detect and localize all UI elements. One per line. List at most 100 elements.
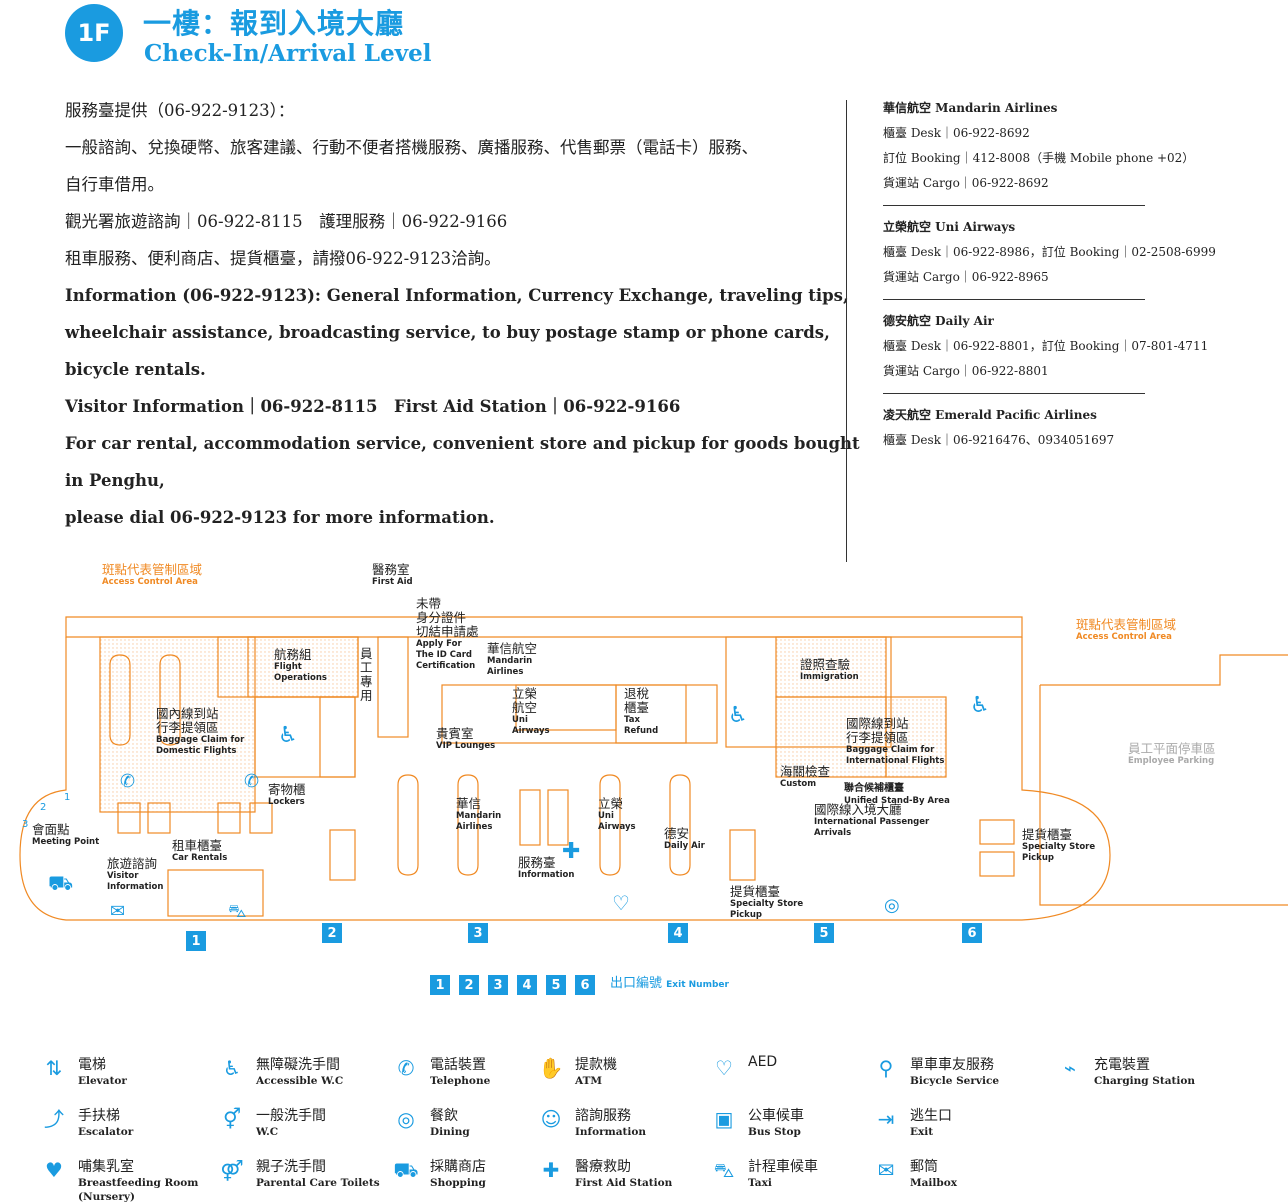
info-line: 觀光署旅遊諮詢｜06-922-8115 護理服務｜06-922-9166 [65, 212, 508, 231]
bicycle-icon: ⚲ [878, 1056, 894, 1080]
airline-row: 櫃臺 Desk｜06-922-8692 [883, 126, 1030, 140]
info-line: 服務臺提供（06-922-9123）： [65, 101, 295, 120]
floor-badge: 1F [65, 4, 123, 62]
info-line: please dial 06-922-9123 for more informa… [65, 508, 495, 527]
info-line: 租車服務、便利商店、提貨櫃臺，請撥06-922-9123洽詢。 [65, 249, 501, 268]
taxi-icon: ⛍ [228, 901, 247, 922]
airline-mandarin: 華信航空 Mandarin Airlines 櫃臺 Desk｜06-922-86… [883, 96, 1243, 196]
exit-key-4: 4 [517, 975, 537, 995]
airline-row: 櫃臺 Desk｜06-922-8801，訂位 Booking｜07-801-47… [883, 339, 1209, 353]
airline-row: 櫃臺 Desk｜06-922-8986，訂位 Booking｜02-2508-6… [883, 245, 1216, 259]
info-line: Visitor Information｜06-922-8115 First Ai… [65, 397, 681, 416]
airline-name: 立榮航空 Uni Airways [883, 220, 1016, 234]
breastfeeding-icon: ♥ [45, 1158, 63, 1182]
information-icon: ☺ [540, 1107, 562, 1131]
airline-contacts: 華信航空 Mandarin Airlines 櫃臺 Desk｜06-922-86… [883, 96, 1243, 453]
telephone-icon: ✆ [244, 771, 260, 792]
telephone-icon: ✆ [397, 1056, 415, 1080]
exit-icon: ⇥ [877, 1107, 895, 1131]
bus-icon: ▣ [714, 1107, 734, 1131]
airline-row: 貨運站 Cargo｜06-922-8692 [883, 176, 1049, 190]
first-aid-icon: ✚ [562, 839, 581, 864]
info-line: in Penghu, [65, 471, 165, 490]
exit-key-5: 5 [546, 975, 566, 995]
info-line: Information (06-922-9123): General Infor… [65, 286, 849, 305]
exit-number-label: 出口編號 Exit Number [610, 976, 729, 991]
airline-row: 貨運站 Cargo｜06-922-8801 [883, 364, 1049, 378]
atm-icon: ✋ [538, 1056, 564, 1080]
dining-icon: ◎ [397, 1107, 415, 1131]
meeting-number-2: 2 [40, 802, 47, 813]
airline-row: 櫃臺 Desk｜06-9216476、0934051697 [883, 433, 1115, 447]
info-line: bicycle rentals. [65, 360, 206, 379]
divider [846, 100, 847, 562]
floor-plan-drawing [19, 616, 1288, 921]
aed-icon: ♡ [715, 1056, 733, 1080]
info-line: For car rental, accommodation service, c… [65, 434, 860, 453]
first-aid-icon: ✚ [542, 1158, 560, 1182]
elevator-icon: ⇅ [45, 1056, 63, 1080]
airline-row: 訂位 Booking｜412-8008（手機 Mobile phone +02） [883, 151, 1195, 165]
separator [883, 393, 1145, 394]
separator [883, 299, 1145, 300]
exit-key-6: 6 [575, 975, 595, 995]
exit-badge-1: 1 [186, 931, 206, 951]
exit-key-2: 2 [459, 975, 479, 995]
airline-uni: 立榮航空 Uni Airways 櫃臺 Desk｜06-922-8986，訂位 … [883, 215, 1243, 290]
shopping-cart-icon: ⛟ [48, 871, 74, 895]
dining-icon: ◎ [884, 895, 900, 916]
accessible-wc-icon: ♿ [728, 703, 748, 728]
wc-icon: ⚥ [222, 1107, 242, 1131]
page-title-zh: 一樓：報到入境大廳 [143, 7, 405, 40]
service-info: 服務臺提供（06-922-9123）： 一般諮詢、兌換硬幣、旅客建議、行動不便者… [65, 92, 860, 536]
info-line: 自行車借用。 [65, 175, 164, 194]
exit-badge-2: 2 [322, 923, 342, 943]
shopping-icon: ⛟ [393, 1158, 419, 1182]
legend-item: ♡AED [710, 1052, 890, 1096]
charging-icon: ⌁ [1063, 1056, 1077, 1080]
taxi-icon: ⛍ [713, 1158, 735, 1182]
exit-key-3: 3 [488, 975, 508, 995]
aed-icon: ♡ [612, 891, 630, 915]
exit-badge-5: 5 [814, 923, 834, 943]
exit-badge-6: 6 [962, 923, 982, 943]
airline-daily: 德安航空 Daily Air 櫃臺 Desk｜06-922-8801，訂位 Bo… [883, 309, 1243, 384]
page-title-en: Check-In/Arrival Level [144, 40, 432, 67]
airline-emerald: 凌天航空 Emerald Pacific Airlines 櫃臺 Desk｜06… [883, 403, 1243, 453]
airline-row: 貨運站 Cargo｜06-922-8965 [883, 270, 1049, 284]
separator [883, 205, 1145, 206]
